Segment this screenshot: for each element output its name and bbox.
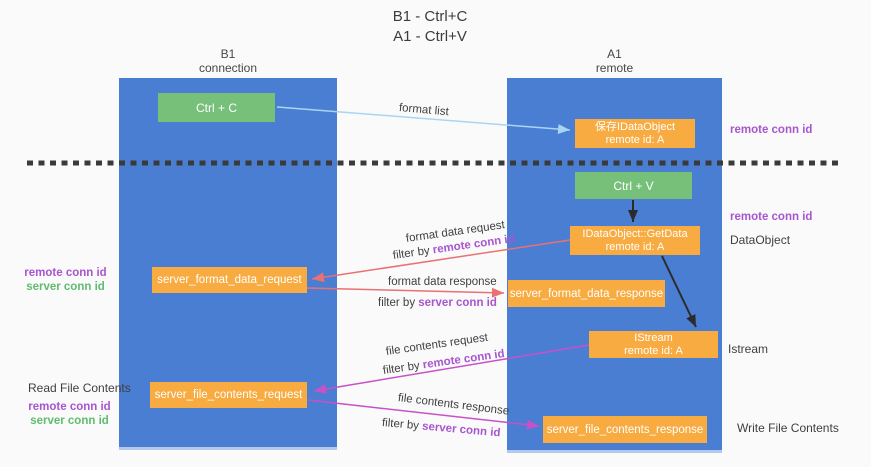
server-file-contents-response-label: server_file_contents_response <box>546 423 704 436</box>
diagram-title: B1 - Ctrl+C A1 - Ctrl+V <box>300 7 560 47</box>
lane-b1-subtitle: connection <box>198 61 258 75</box>
istream-line2: remote id: A <box>624 344 683 357</box>
title-line-2: A1 - Ctrl+V <box>393 28 467 45</box>
istream-line1: IStream <box>634 331 673 344</box>
filter-key-server-2: server conn id <box>421 420 501 440</box>
filter-prefix-4: filter by <box>381 417 423 433</box>
getdata-line1: IDataObject::GetData <box>582 227 688 240</box>
filter-by-server-conn-id-label-1: filter by server conn id <box>378 297 497 309</box>
server-file-contents-response-box: server_file_contents_response <box>543 416 707 443</box>
dataobject-label: DataObject <box>730 233 791 247</box>
ctrl-v-label: Ctrl + V <box>613 178 654 193</box>
lane-a1-title: A1 <box>607 47 622 61</box>
right-remote-conn-id-label-2: remote conn id <box>730 211 813 223</box>
server-format-data-response-label: server_format_data_response <box>509 287 664 300</box>
filter-prefix-3: filter by <box>382 359 424 377</box>
server-format-data-request-label: server_format_data_request <box>157 274 302 286</box>
istream-label: Istream <box>728 342 769 356</box>
server-format-data-request-box: server_format_data_request <box>152 267 307 293</box>
ctrl-v-box: Ctrl + V <box>575 172 692 199</box>
save-idataobject-line2: remote id: A <box>605 133 665 146</box>
left-conn-id-block-2: remote conn id server conn id <box>22 400 117 428</box>
lane-header-a1: A1 remote <box>507 47 722 75</box>
filter-key-remote-2: remote conn id <box>422 347 506 372</box>
ctrl-c-label: Ctrl + C <box>195 100 237 115</box>
server-format-data-response-box: server_format_data_response <box>508 280 665 307</box>
filter-prefix-2: filter by <box>378 297 419 309</box>
filter-key-server-1: server conn id <box>418 297 497 309</box>
server-file-contents-request-label: server_file_contents_request <box>154 389 303 401</box>
save-idataobject-line1: 保存IDataObject <box>594 120 676 133</box>
title-line-1: B1 - Ctrl+C <box>392 8 468 25</box>
left-remote-conn-id-label-1: remote conn id <box>24 267 107 279</box>
right-remote-conn-id-label-1: remote conn id <box>730 124 813 136</box>
server-file-contents-request-box: server_file_contents_request <box>150 382 307 408</box>
filter-prefix-1: filter by <box>392 244 434 262</box>
read-file-contents-label: Read File Contents <box>28 381 131 395</box>
lane-a1-subtitle: remote <box>595 61 634 75</box>
lane-b1-title: B1 <box>220 47 236 61</box>
left-remote-conn-id-label-2: remote conn id <box>28 401 111 413</box>
filter-by-server-conn-id-label-2: filter by server conn id <box>381 417 500 439</box>
left-server-conn-id-label-2: server conn id <box>30 415 109 427</box>
getdata-line2: remote id: A <box>605 240 665 253</box>
left-conn-id-block-1: remote conn id server conn id <box>18 266 113 294</box>
istream-box: IStream remote id: A <box>589 331 718 358</box>
format-data-response-label: format data response <box>388 276 497 288</box>
left-server-conn-id-label-1: server conn id <box>26 281 105 293</box>
idataobject-getdata-box: IDataObject::GetData remote id: A <box>570 226 700 255</box>
format-list-label: format list <box>398 102 450 119</box>
write-file-contents-label: Write File Contents <box>737 421 839 435</box>
save-idataobject-box: 保存IDataObject remote id: A <box>575 119 695 148</box>
ctrl-c-box: Ctrl + C <box>158 93 275 122</box>
lane-header-b1: B1 connection <box>119 47 337 75</box>
file-contents-response-label: file contents response <box>397 392 510 418</box>
